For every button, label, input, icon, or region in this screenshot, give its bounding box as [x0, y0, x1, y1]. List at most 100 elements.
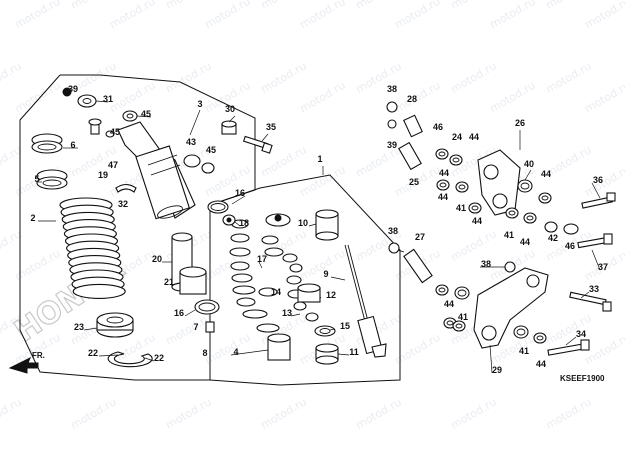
callout-44: 44 — [469, 132, 479, 142]
callout-16: 16 — [174, 308, 184, 318]
stopper-ring-22 — [107, 351, 153, 368]
leader-line — [98, 354, 119, 357]
watermark-text: motod.ru — [393, 79, 443, 115]
callout-42: 42 — [548, 233, 558, 243]
watermark-text: motod.ru — [0, 0, 24, 12]
watermark-text: motod.ru — [259, 395, 309, 431]
collar-25 — [398, 141, 422, 171]
callout-5: 5 — [34, 174, 39, 184]
piston-shim — [305, 312, 319, 322]
shim — [242, 309, 268, 319]
leader-line — [172, 282, 181, 286]
callout-46: 46 — [433, 122, 443, 132]
bearing — [505, 207, 519, 219]
cap-nut-top — [265, 213, 291, 227]
watermark-text: motod.ru — [449, 227, 499, 263]
callout-11: 11 — [349, 347, 359, 357]
callout-27: 27 — [415, 232, 425, 242]
callout-21: 21 — [164, 277, 174, 287]
callout-13: 13 — [282, 308, 292, 318]
bearing — [452, 320, 466, 332]
top-bushing-45 — [122, 110, 138, 122]
spring-seat-6 — [31, 133, 63, 154]
bearing — [468, 202, 482, 214]
callout-18: 18 — [239, 218, 249, 228]
callout-32: 32 — [118, 199, 128, 209]
callout-35: 35 — [266, 122, 276, 132]
leader-line — [290, 313, 301, 317]
callout-37: 37 — [598, 262, 608, 272]
callout-26: 26 — [515, 118, 525, 128]
leader-line — [397, 249, 405, 253]
nut-18 — [222, 214, 236, 226]
front-direction-arrow — [8, 356, 39, 374]
shock-assembly-frame — [19, 74, 256, 381]
leader-line — [489, 344, 493, 374]
watermark-text: motod.ru — [13, 0, 63, 31]
bolt-37 — [577, 233, 613, 249]
watermark-text: motod.ru — [0, 395, 24, 431]
callout-41: 41 — [519, 346, 529, 356]
leader-line — [591, 182, 601, 199]
leader-line — [95, 100, 109, 103]
leader-line — [136, 115, 152, 118]
leader-line — [189, 109, 201, 136]
watermark-text: motod.ru — [354, 0, 404, 12]
callout-34: 34 — [576, 329, 586, 339]
nut-38-top — [386, 101, 398, 129]
callout-33: 33 — [589, 284, 599, 294]
bearing — [533, 332, 547, 344]
callout-46: 46 — [565, 241, 575, 251]
callout-3: 3 — [197, 99, 202, 109]
valve-47-19 — [88, 118, 115, 138]
front-direction-label: FR. — [32, 351, 45, 360]
valve-7 — [205, 321, 215, 333]
callout-14: 14 — [271, 287, 281, 297]
leader-line — [308, 223, 317, 227]
watermark-text: motod.ru — [203, 0, 253, 31]
callout-43: 43 — [186, 137, 196, 147]
seal-12 — [297, 283, 321, 303]
leader-line — [144, 357, 155, 362]
bearing — [455, 181, 469, 193]
callout-44: 44 — [439, 168, 449, 178]
callout-31: 31 — [103, 94, 113, 104]
callout-23: 23 — [74, 322, 84, 332]
o-ring-16 — [194, 299, 220, 315]
callout-12: 12 — [326, 290, 336, 300]
watermark-text: motod.ru — [259, 0, 309, 12]
callout-8: 8 — [202, 348, 207, 358]
watermark-text: motod.ru — [583, 79, 625, 115]
leader-line — [234, 221, 241, 227]
watermark-text: motod.ru — [164, 0, 214, 12]
nut-38-lower — [504, 261, 516, 273]
callout-10: 10 — [298, 218, 308, 228]
callout-38: 38 — [387, 84, 397, 94]
watermark-text: motod.ru — [69, 395, 119, 431]
leader-line — [565, 336, 577, 346]
callout-17: 17 — [257, 254, 267, 264]
leader-line — [261, 133, 269, 142]
shim — [230, 233, 250, 243]
callout-38: 38 — [481, 259, 491, 269]
leader-line — [329, 328, 336, 331]
shim — [236, 297, 256, 307]
callout-24: 24 — [452, 132, 462, 142]
watermark-text: motod.ru — [298, 79, 348, 115]
callout-7: 7 — [193, 322, 198, 332]
leader-line — [231, 195, 246, 205]
collar-27 — [403, 248, 433, 284]
bolt-33 — [569, 291, 612, 312]
bearing — [513, 325, 529, 339]
leader-line — [330, 276, 346, 281]
callout-1: 1 — [317, 154, 322, 164]
shim — [232, 285, 256, 295]
callout-44: 44 — [520, 237, 530, 247]
leader-line — [184, 309, 196, 317]
bearing — [435, 284, 449, 296]
leader-line — [337, 353, 350, 356]
leader-line — [228, 115, 236, 123]
leader-line — [230, 349, 269, 356]
watermark-text: motod.ru — [583, 0, 625, 31]
callout-44: 44 — [536, 359, 546, 369]
